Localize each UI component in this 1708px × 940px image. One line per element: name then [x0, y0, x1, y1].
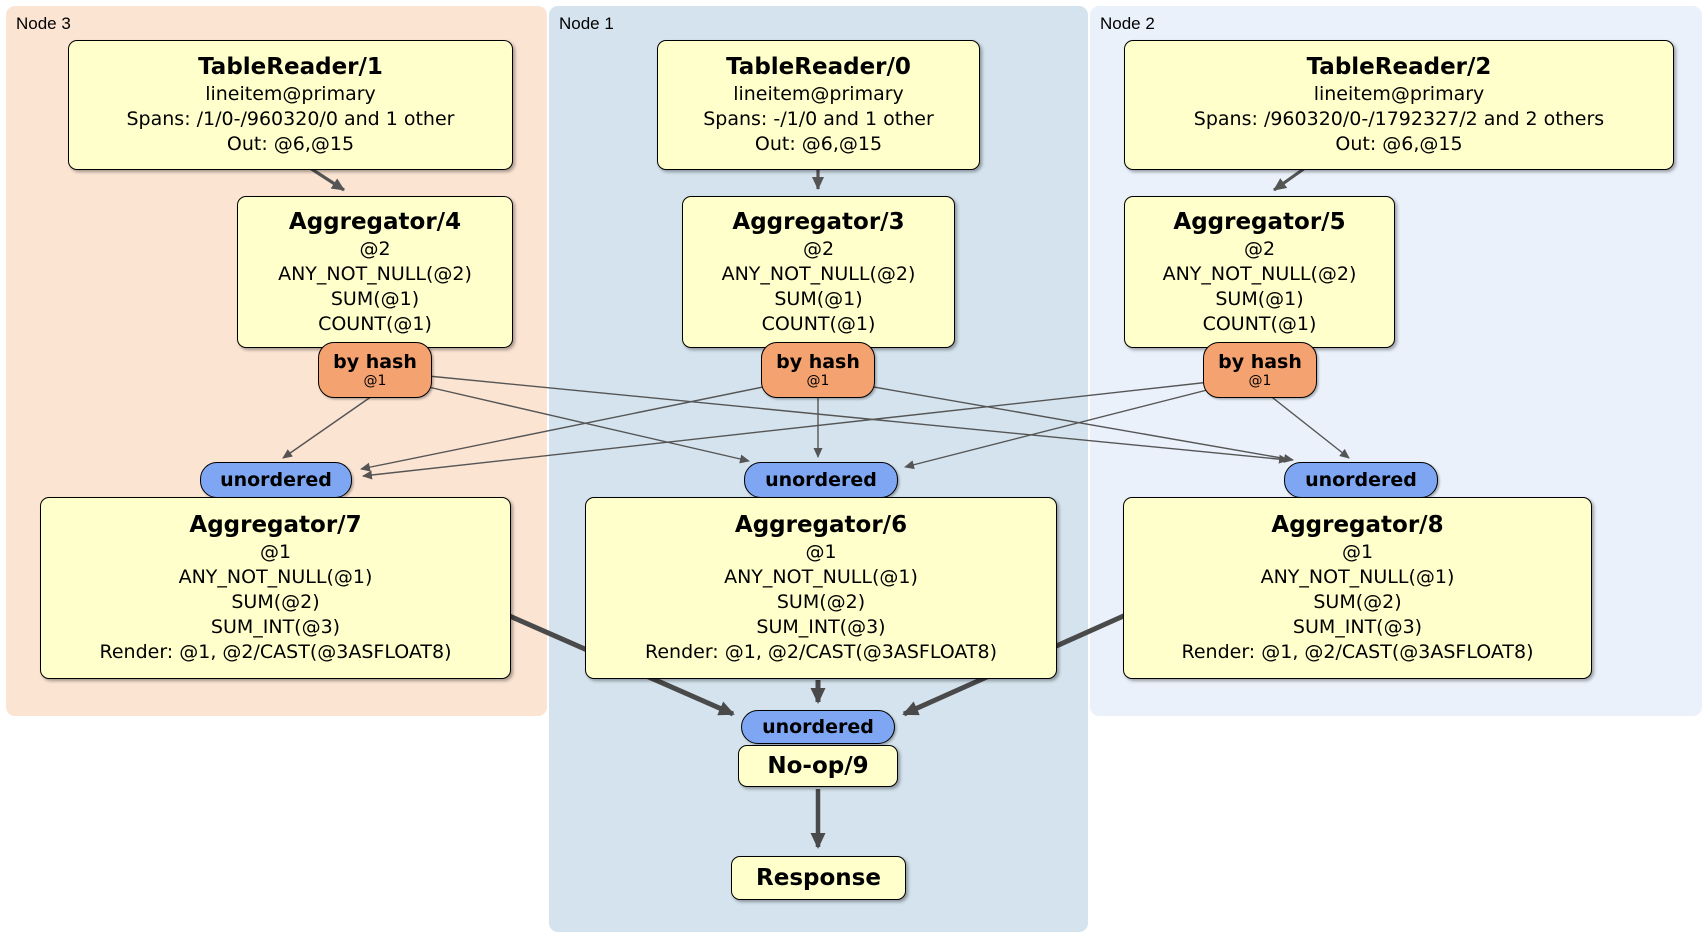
- aggregator-4-title: Aggregator/4: [288, 208, 462, 235]
- noop-9-box: No-op/9: [738, 745, 898, 787]
- router-detail: @1: [363, 372, 387, 389]
- aggregator-8-render: Render: @1, @2/CAST(@3ASFLOAT8): [1181, 641, 1534, 663]
- aggregator-5-line: ANY_NOT_NULL(@2): [1162, 262, 1357, 285]
- aggregator-6-line: @1: [805, 541, 837, 563]
- tablereader-2-spans: Spans: /960320/0-/1792327/2 and 2 others: [1193, 108, 1605, 130]
- edge-tablereader1-aggregator4: [309, 166, 345, 192]
- aggregator-4-line: ANY_NOT_NULL(@2): [278, 262, 472, 285]
- edge-byhash2-unordered2: [1267, 393, 1350, 459]
- tablereader-2-out: Out: @6,@15: [1335, 133, 1463, 155]
- tablereader-2-index: lineitem@primary: [1313, 83, 1485, 105]
- tablereader-1-box: TableReader/1 lineitem@primary Spans: /1…: [68, 40, 513, 170]
- aggregator-3-line: SUM(@1): [774, 287, 863, 310]
- aggregator-6-line: ANY_NOT_NULL(@1): [724, 566, 918, 588]
- sync-label: unordered: [1305, 469, 1417, 491]
- final-unordered-sync: unordered: [741, 710, 895, 744]
- response-box: Response: [731, 856, 906, 900]
- aggregator-4-line: SUM(@1): [330, 287, 420, 310]
- by-hash-router-node2: by hash @1: [1203, 342, 1317, 398]
- aggregator-8-line: SUM_INT(@3): [1292, 616, 1423, 638]
- aggregator-5-line: SUM(@1): [1215, 287, 1304, 310]
- aggregator-6-title: Aggregator/6: [734, 512, 908, 538]
- edge-tablereader2-aggregator5: [1273, 166, 1306, 192]
- response-title: Response: [756, 864, 881, 891]
- aggregator-4-line: @2: [359, 237, 391, 260]
- router-label: by hash: [333, 350, 417, 373]
- aggregator-6-line: SUM(@2): [776, 591, 866, 613]
- aggregator-7-box: Aggregator/7 @1 ANY_NOT_NULL(@1) SUM(@2)…: [40, 497, 511, 679]
- aggregator-7-line: ANY_NOT_NULL(@1): [178, 566, 373, 588]
- by-hash-router-node3: by hash @1: [318, 342, 432, 398]
- tablereader-0-index: lineitem@primary: [733, 83, 904, 105]
- aggregator-6-render: Render: @1, @2/CAST(@3ASFLOAT8): [645, 641, 997, 663]
- unordered-sync-node1: unordered: [744, 462, 898, 498]
- aggregator-4-line: COUNT(@1): [318, 312, 432, 335]
- aggregator-5-title: Aggregator/5: [1173, 208, 1346, 235]
- aggregator-3-line: ANY_NOT_NULL(@2): [721, 262, 916, 285]
- aggregator-5-box: Aggregator/5 @2 ANY_NOT_NULL(@2) SUM(@1)…: [1124, 196, 1395, 348]
- aggregator-5-line: COUNT(@1): [1202, 312, 1317, 335]
- tablereader-1-index: lineitem@primary: [205, 83, 376, 105]
- tablereader-2-box: TableReader/2 lineitem@primary Spans: /9…: [1124, 40, 1674, 170]
- sync-label: unordered: [765, 469, 877, 491]
- aggregator-8-line: SUM(@2): [1313, 591, 1402, 613]
- edge-byhash1-unordered2: [867, 385, 1294, 463]
- aggregator-8-box: Aggregator/8 @1 ANY_NOT_NULL(@1) SUM(@2)…: [1123, 497, 1592, 679]
- node-3-label: Node 3: [16, 14, 71, 33]
- unordered-sync-node3: unordered: [200, 462, 352, 498]
- edge-byhash2-unordered1: [904, 388, 1212, 470]
- node-2-label: Node 2: [1100, 14, 1155, 33]
- tablereader-0-title: TableReader/0: [726, 54, 911, 80]
- edge-byhash3-unordered2: [427, 375, 1289, 464]
- aggregator-6-line: SUM_INT(@3): [756, 616, 886, 638]
- aggregator-7-line: SUM(@2): [231, 591, 320, 613]
- by-hash-router-node1: by hash @1: [761, 342, 875, 398]
- tablereader-0-spans: Spans: -/1/0 and 1 other: [703, 108, 934, 130]
- router-detail: @1: [806, 372, 830, 389]
- unordered-sync-node2: unordered: [1284, 462, 1438, 498]
- aggregator-8-line: ANY_NOT_NULL(@1): [1260, 566, 1455, 588]
- node-1-label: Node 1: [559, 14, 614, 33]
- aggregator-7-line: SUM_INT(@3): [210, 616, 341, 638]
- aggregator-8-line: @1: [1341, 541, 1374, 563]
- aggregator-6-box: Aggregator/6 @1 ANY_NOT_NULL(@1) SUM(@2)…: [585, 497, 1057, 679]
- aggregator-5-line: @2: [1243, 237, 1276, 260]
- aggregator-7-render: Render: @1, @2/CAST(@3ASFLOAT8): [99, 641, 452, 663]
- aggregator-7-line: @1: [259, 541, 292, 563]
- aggregator-7-title: Aggregator/7: [189, 512, 362, 538]
- aggregator-3-line: COUNT(@1): [761, 312, 876, 335]
- edge-byhash3-unordered3: [282, 393, 376, 459]
- edge-byhash1-unordered3: [360, 385, 769, 472]
- router-label: by hash: [776, 350, 860, 373]
- aggregator-3-title: Aggregator/3: [732, 208, 905, 235]
- tablereader-1-out: Out: @6,@15: [226, 133, 355, 155]
- aggregator-3-box: Aggregator/3 @2 ANY_NOT_NULL(@2) SUM(@1)…: [682, 196, 955, 348]
- tablereader-0-box: TableReader/0 lineitem@primary Spans: -/…: [657, 40, 980, 170]
- aggregator-4-box: Aggregator/4 @2 ANY_NOT_NULL(@2) SUM(@1)…: [237, 196, 513, 348]
- aggregator-3-line: @2: [802, 237, 835, 260]
- router-label: by hash: [1218, 350, 1302, 373]
- tablereader-2-title: TableReader/2: [1306, 54, 1492, 80]
- tablereader-0-out: Out: @6,@15: [754, 133, 883, 155]
- tablereader-1-title: TableReader/1: [198, 54, 383, 80]
- tablereader-1-spans: Spans: /1/0-/960320/0 and 1 other: [126, 108, 455, 130]
- noop-9-title: No-op/9: [767, 752, 869, 779]
- sync-label: unordered: [220, 469, 332, 491]
- router-detail: @1: [1248, 372, 1272, 389]
- aggregator-8-title: Aggregator/8: [1271, 512, 1444, 538]
- sync-label: unordered: [762, 716, 874, 738]
- edge-byhash2-unordered3: [362, 381, 1211, 480]
